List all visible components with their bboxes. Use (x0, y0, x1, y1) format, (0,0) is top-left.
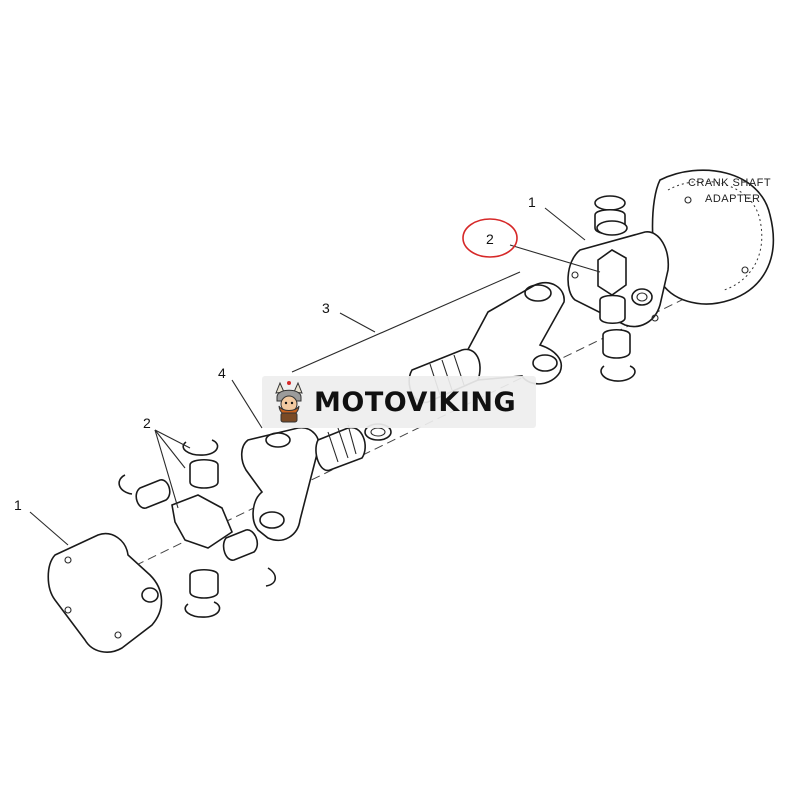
leader-2-left-a (154, 429, 191, 449)
right-universal-cross (594, 195, 636, 382)
left-universal-cross (118, 439, 277, 618)
left-flange (47, 533, 163, 653)
adapter-label-line2: ADAPTER (705, 193, 760, 205)
leader-3-b (291, 271, 521, 373)
callout-1-right: 1 (528, 194, 536, 210)
watermark-banner: MOTOVIKING (262, 376, 536, 428)
callout-4: 4 (218, 365, 226, 381)
leader-4 (231, 379, 263, 429)
viking-mascot-icon (275, 381, 303, 423)
leader-2-left-b (154, 429, 186, 469)
highlight-circle (462, 218, 518, 258)
crank-shaft-adapter (651, 169, 775, 305)
callout-2-right: 2 (486, 231, 494, 247)
callout-2-left: 2 (143, 415, 151, 431)
leader-2-right (509, 244, 601, 273)
leader-3-a (339, 312, 376, 333)
callout-3: 3 (322, 300, 330, 316)
callout-1-left: 1 (14, 497, 22, 513)
leader-1-right (544, 207, 586, 241)
leader-1-left (29, 511, 69, 546)
leader-2-left-c (154, 429, 179, 509)
splined-yoke (240, 423, 392, 542)
adapter-label-line1: CRANK SHAFT (688, 177, 771, 189)
watermark-text: MOTOVIKING (314, 386, 517, 418)
